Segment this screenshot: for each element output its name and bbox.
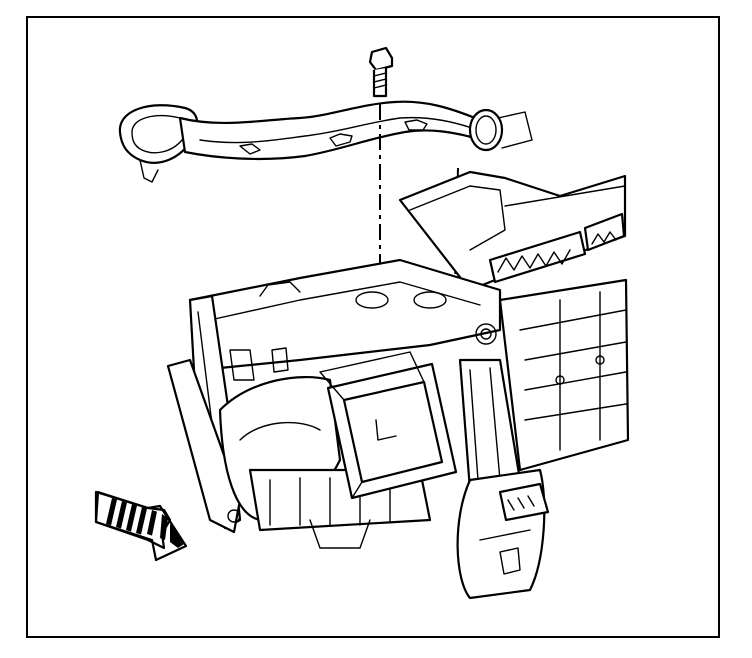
mounting-bolt (368, 46, 394, 98)
electrical-connector (498, 482, 550, 575)
view-direction-arrow (94, 490, 188, 562)
hvac-module (166, 170, 630, 600)
duct-outlet (319, 351, 458, 500)
air-duct (118, 100, 533, 183)
